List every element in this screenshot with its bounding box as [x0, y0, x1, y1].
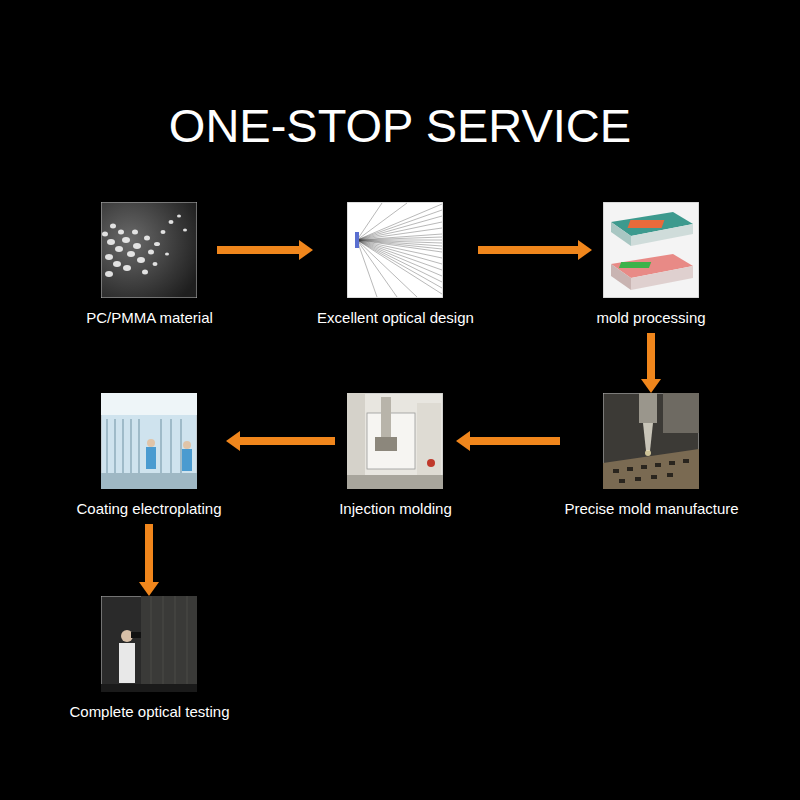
process-step: Excellent optical design — [313, 202, 478, 327]
step-caption: Injection molding — [335, 500, 456, 518]
step-caption: mold processing — [592, 309, 710, 327]
arrow-head — [299, 240, 313, 260]
step-caption: PC/PMMA material — [82, 309, 217, 327]
arrow-head — [456, 431, 470, 451]
step-caption: Coating electroplating — [72, 500, 226, 518]
mold-cad-render — [603, 202, 699, 298]
arrow-head — [139, 582, 159, 596]
flow-arrow — [226, 431, 335, 451]
arrow-shaft — [145, 524, 153, 584]
electroplating-line-photo — [101, 393, 197, 489]
pellets-photo — [101, 202, 197, 298]
cnc-milling-photo — [603, 393, 699, 489]
flow-arrow — [641, 333, 661, 393]
step-caption: Excellent optical design — [313, 309, 478, 327]
process-step: Complete optical testing — [65, 596, 234, 721]
flow-arrow — [478, 240, 592, 260]
arrow-shaft — [468, 437, 560, 445]
arrow-head — [641, 379, 661, 393]
process-step: mold processing — [592, 202, 710, 327]
arrow-shaft — [238, 437, 335, 445]
process-step: Injection molding — [335, 393, 456, 518]
injection-machine-photo — [347, 393, 443, 489]
flow-arrow — [456, 431, 560, 451]
arrow-shaft — [647, 333, 655, 381]
step-caption: Complete optical testing — [65, 703, 234, 721]
process-step: PC/PMMA material — [82, 202, 217, 327]
step-caption: Precise mold manufacture — [560, 500, 743, 518]
process-step: Precise mold manufacture — [560, 393, 743, 518]
arrow-shaft — [217, 246, 301, 254]
arrow-shaft — [478, 246, 580, 254]
arrow-head — [226, 431, 240, 451]
flow-arrow — [139, 524, 159, 596]
optical-lab-photo — [101, 596, 197, 692]
process-step: Coating electroplating — [72, 393, 226, 518]
arrow-head — [578, 240, 592, 260]
page-title: ONE-STOP SERVICE — [0, 94, 800, 158]
ray-trace-diagram — [347, 202, 443, 298]
flow-arrow — [217, 240, 313, 260]
